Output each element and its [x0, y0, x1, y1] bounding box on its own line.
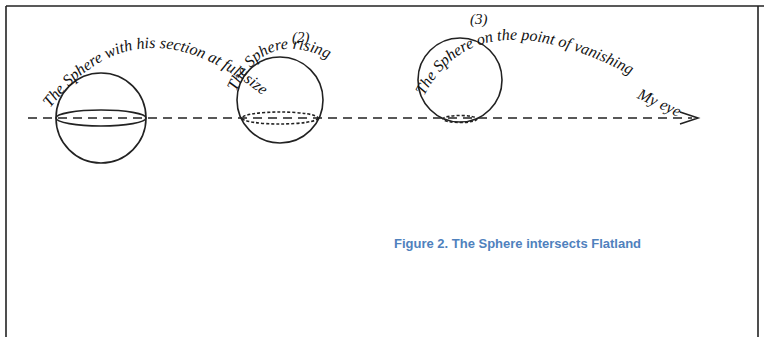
frame-line	[5, 6, 7, 337]
label-text: My eye	[635, 86, 683, 120]
label-text: (2)	[292, 30, 310, 45]
section-ellipse	[56, 110, 146, 126]
flatland-line	[28, 117, 692, 119]
frame-line	[757, 6, 759, 337]
figure-caption: Figure 2. The Sphere intersects Flatland	[394, 236, 641, 251]
label-text: The Sphere with his section at full size	[39, 34, 271, 110]
frame-line	[6, 5, 764, 7]
section-ellipse	[443, 116, 477, 123]
curved-label: The Sphere with his section at full size	[39, 34, 271, 110]
curved-label: The Sphere rising	[223, 35, 334, 93]
label-text: (3)	[470, 12, 488, 27]
curved-label: The Sphere on the point of vanishing	[412, 26, 637, 98]
label-text: The Sphere rising	[223, 35, 334, 93]
arrow-head	[680, 112, 698, 124]
section-ellipse	[242, 112, 318, 124]
label-text: The Sphere on the point of vanishing	[412, 26, 637, 98]
